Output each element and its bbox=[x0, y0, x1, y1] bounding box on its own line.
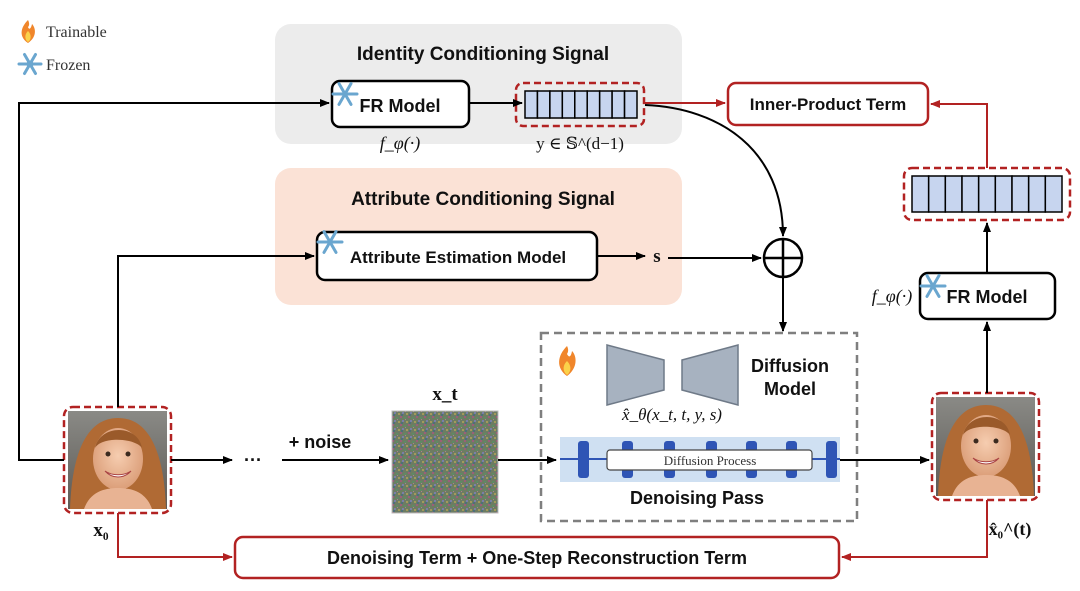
embedding-cell bbox=[623, 90, 638, 119]
denoising-pass-label: Denoising Pass bbox=[630, 488, 764, 508]
embedding-cell bbox=[524, 90, 539, 119]
identity-embedding-dashed-frame bbox=[514, 81, 646, 128]
embedding-cell bbox=[911, 175, 930, 213]
noise-label: + noise bbox=[289, 432, 352, 452]
arrow-embedding-to-sum bbox=[644, 104, 787, 237]
inner-product-box bbox=[726, 81, 930, 127]
identity-fr-function-label: f_φ(·) bbox=[380, 133, 420, 154]
arrow-input-to-loss bbox=[117, 513, 233, 561]
identity-fr-model-label: FR Model bbox=[360, 96, 441, 116]
input-image-label: x₀ bbox=[93, 520, 109, 541]
snowflake-icon bbox=[17, 53, 43, 75]
output-embedding-vector bbox=[911, 175, 1063, 213]
attribute-output-label: s bbox=[653, 246, 660, 267]
decoder-shape bbox=[681, 344, 739, 406]
embedding-cell bbox=[561, 90, 576, 119]
embedding-cell bbox=[1011, 175, 1030, 213]
embedding-cell bbox=[977, 175, 997, 213]
attribute-conditioning-panel: Attribute Conditioning Signal Attribute … bbox=[275, 168, 682, 305]
connectors bbox=[18, 99, 991, 561]
diffusion-process-label: Diffusion Process bbox=[664, 453, 757, 468]
flame-icon bbox=[21, 20, 35, 43]
output-embedding-dashed-frame bbox=[902, 166, 1072, 222]
output-fr-model-label: FR Model bbox=[947, 287, 1028, 307]
encoder-shape bbox=[606, 344, 665, 406]
embedding-cell bbox=[994, 175, 1013, 213]
identity-conditioning-panel: Identity Conditioning Signal FR Model f_… bbox=[275, 24, 682, 154]
embedding-cell bbox=[944, 175, 963, 213]
legend-trainable-label: Trainable bbox=[46, 24, 107, 41]
arrow-input-to-attribute-model bbox=[117, 252, 315, 407]
embedding-cell bbox=[1044, 175, 1063, 213]
identity-embedding-label: y ∈ 𝕊^(d−1) bbox=[536, 134, 624, 153]
output-fr-function-label: f_φ(·) bbox=[872, 286, 912, 307]
embedding-cell bbox=[598, 90, 613, 119]
sum-node bbox=[762, 237, 804, 279]
noisy-image bbox=[391, 410, 499, 514]
denoising-pass-panel: Diffusion Model x̂_θ(x_t, t, y, s) Diffu… bbox=[539, 331, 859, 523]
inner-product-label: Inner-Product Term bbox=[750, 95, 906, 114]
attribute-model-label: Attribute Estimation Model bbox=[350, 248, 566, 267]
snowflake-icon bbox=[919, 274, 947, 298]
diffusion-model-label-line1: Diffusion bbox=[751, 356, 829, 376]
embedding-cell bbox=[927, 175, 947, 213]
loss-label: Denoising Term + One-Step Reconstruction… bbox=[327, 548, 747, 568]
snowflake-icon bbox=[331, 82, 359, 106]
legend-frozen-label: Frozen bbox=[46, 57, 90, 74]
legend: Trainable Frozen bbox=[17, 20, 107, 75]
noisy-image-label: x_t bbox=[432, 384, 458, 405]
flame-icon bbox=[559, 346, 576, 376]
identity-embedding-vector bbox=[524, 90, 638, 119]
flow-ellipsis: ··· bbox=[244, 450, 262, 470]
embedding-cell bbox=[549, 90, 564, 119]
input-face-image bbox=[62, 405, 173, 515]
diffusion-function-label: x̂_θ(x_t, t, y, s) bbox=[621, 405, 722, 424]
output-image-label: x̂₀^(t) bbox=[989, 519, 1032, 540]
arrow-input-to-identity-fr bbox=[18, 99, 330, 461]
identity-panel-title: Identity Conditioning Signal bbox=[357, 44, 609, 65]
output-face-image bbox=[930, 391, 1041, 502]
attribute-panel-title: Attribute Conditioning Signal bbox=[351, 189, 615, 210]
embedding-cell bbox=[961, 175, 980, 213]
loss-box bbox=[233, 535, 841, 580]
embedding-cell bbox=[536, 90, 551, 119]
arrow-output-to-loss bbox=[841, 500, 988, 561]
diffusion-model-label-line2: Model bbox=[764, 379, 816, 399]
embedding-cell bbox=[574, 90, 588, 119]
embedding-cell bbox=[611, 90, 626, 119]
arrow-output-embedding-to-inner-product bbox=[930, 100, 988, 168]
embedding-cell bbox=[586, 90, 601, 119]
snowflake-icon bbox=[316, 230, 344, 254]
embedding-cell bbox=[1027, 175, 1047, 213]
diffusion-process-box bbox=[606, 449, 813, 471]
